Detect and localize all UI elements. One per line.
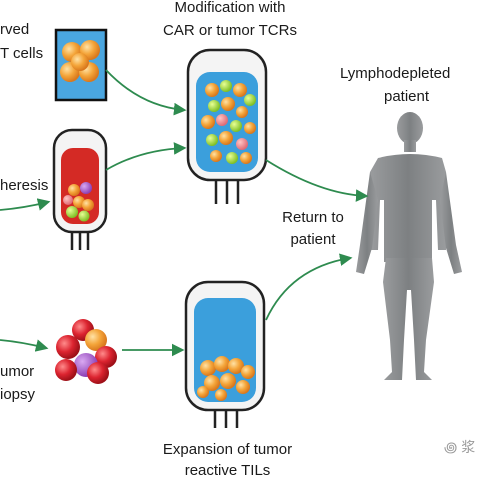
tumor-label: umor [0,363,35,380]
infusion-bag-icon [186,48,268,204]
human-silhouette-icon [356,112,462,380]
modification-label-1: Modification with [174,0,286,16]
modification-label-2: CAR or tumor TCRs [163,22,297,39]
infusion-bag-icon [184,280,266,428]
blood-bag-icon [52,128,108,250]
expansion-label-2: reactive TILs [184,462,271,479]
tumor-cluster-icon [55,319,117,384]
return-label-1: Return to [282,209,344,226]
apheresis-label: heresis [0,177,49,194]
return-label-2: patient [290,231,336,248]
arrow-icon [0,69,369,357]
watermark: ꩜ 浆 [444,439,476,455]
preserved-cells-label-2: T cells [0,45,44,62]
patient-label-1: Lymphodepleted [340,65,451,82]
preserved-cells-label-1: rved [0,21,30,38]
expansion-label-1: Expansion of tumor [162,441,293,458]
cell-vial-icon [54,28,108,102]
biopsy-label: iopsy [0,386,36,403]
patient-label-2: patient [384,88,430,105]
